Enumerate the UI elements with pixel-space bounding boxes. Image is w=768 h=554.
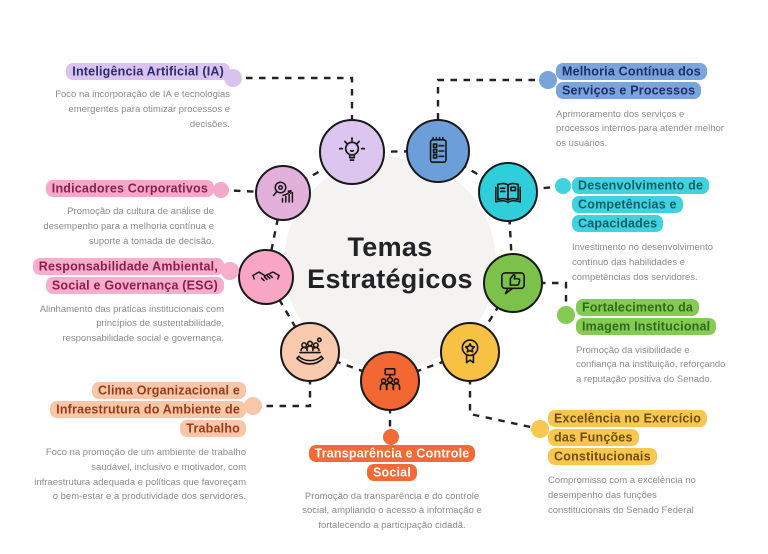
search-chart-icon: [272, 181, 294, 203]
node-esg: [238, 249, 294, 305]
theme-melhoria-continua: Melhoria Contínua dos Serviços e Process…: [556, 62, 728, 152]
theme-indicadores-corporativos: Indicadores Corporativos Promoção da cul…: [28, 179, 214, 250]
theme-description: Aprimoramento dos serviços e processos i…: [556, 108, 724, 150]
theme-title: Indicadores Corporativos: [28, 179, 214, 198]
theme-title: Inteligência Artificial (IA): [36, 62, 230, 81]
theme-description: Foco na promoção de um ambiente de traba…: [34, 447, 246, 503]
theme-title: Desenvolvimento de Competências e Capaci…: [572, 176, 730, 234]
connector-dot: [213, 182, 229, 198]
connector-dot: [539, 71, 557, 89]
theme-description: Promoção da visibilidade e confiança na …: [576, 344, 726, 386]
node-transparencia-controle: [360, 351, 420, 411]
theme-title: Excelência no Exercício das Funções Cons…: [548, 409, 718, 467]
theme-description: Investimento no desenvolvimento contínuo…: [572, 242, 713, 283]
lightbulb-icon: [338, 137, 366, 161]
theme-fortalecimento-imagem: Fortalecimento da Imagem Institucional P…: [576, 298, 728, 388]
dashed-connector: [233, 76, 354, 152]
theme-title: Responsabilidade Ambiental, Social e Gov…: [26, 257, 224, 296]
node-desenvolvimento-competencias: [478, 162, 538, 222]
dashed-connector: [468, 352, 541, 431]
dashed-connector: [220, 188, 284, 195]
connector-dot: [557, 306, 575, 324]
node-inteligencia-artificial: [319, 119, 385, 185]
connector-dot: [244, 397, 262, 415]
connector-dot: [221, 262, 239, 280]
open-book-icon: [494, 182, 522, 204]
node-excelencia-funcoes: [440, 322, 500, 382]
diagram-title: Temas Estratégicos: [307, 231, 473, 294]
people-group-icon: [379, 367, 401, 391]
theme-title: Transparência e Controle Social: [291, 444, 493, 483]
theme-description: Compromisso com a excelência no desempen…: [548, 475, 696, 516]
theme-clima-organizacional: Clima Organizacional e Infraestrutura do…: [34, 381, 246, 505]
theme-esg: Responsabilidade Ambiental, Social e Gov…: [26, 257, 224, 347]
thumbs-up-bubble-icon: [501, 272, 525, 295]
connector-dot: [555, 178, 571, 194]
node-melhoria-continua: [406, 119, 470, 183]
theme-title: Clima Organizacional e Infraestrutura do…: [34, 381, 246, 439]
theme-inteligencia-artificial: Inteligência Artificial (IA) Foco na inc…: [36, 62, 230, 133]
theme-description: Foco na incorporação de IA e tecnologias…: [55, 89, 230, 130]
theme-excelencia-funcoes: Excelência no Exercício das Funções Cons…: [548, 409, 718, 518]
award-ribbon-icon: [461, 339, 479, 364]
theme-desenvolvimento-competencias: Desenvolvimento de Competências e Capaci…: [572, 176, 730, 285]
theme-transparencia-controle: Transparência e Controle Social Promoção…: [291, 444, 493, 534]
theme-title: Fortalecimento da Imagem Institucional: [576, 298, 728, 337]
connector-dot: [531, 420, 549, 438]
node-clima-organizacional: [280, 322, 340, 382]
theme-description: Promoção da cultura de análise de desemp…: [43, 206, 214, 247]
checklist-icon: [429, 136, 447, 163]
theme-description: Alinhamento das práticas institucionais …: [39, 303, 224, 345]
node-fortalecimento-imagem: [483, 253, 543, 313]
node-indicadores-corporativos: [255, 165, 311, 221]
team-hand-icon: [296, 337, 324, 365]
theme-description: Promoção da transparência e do controle …: [302, 490, 482, 532]
connector-dot: [383, 429, 399, 445]
theme-title: Melhoria Contínua dos Serviços e Process…: [556, 62, 728, 101]
handshake-icon: [252, 271, 280, 282]
